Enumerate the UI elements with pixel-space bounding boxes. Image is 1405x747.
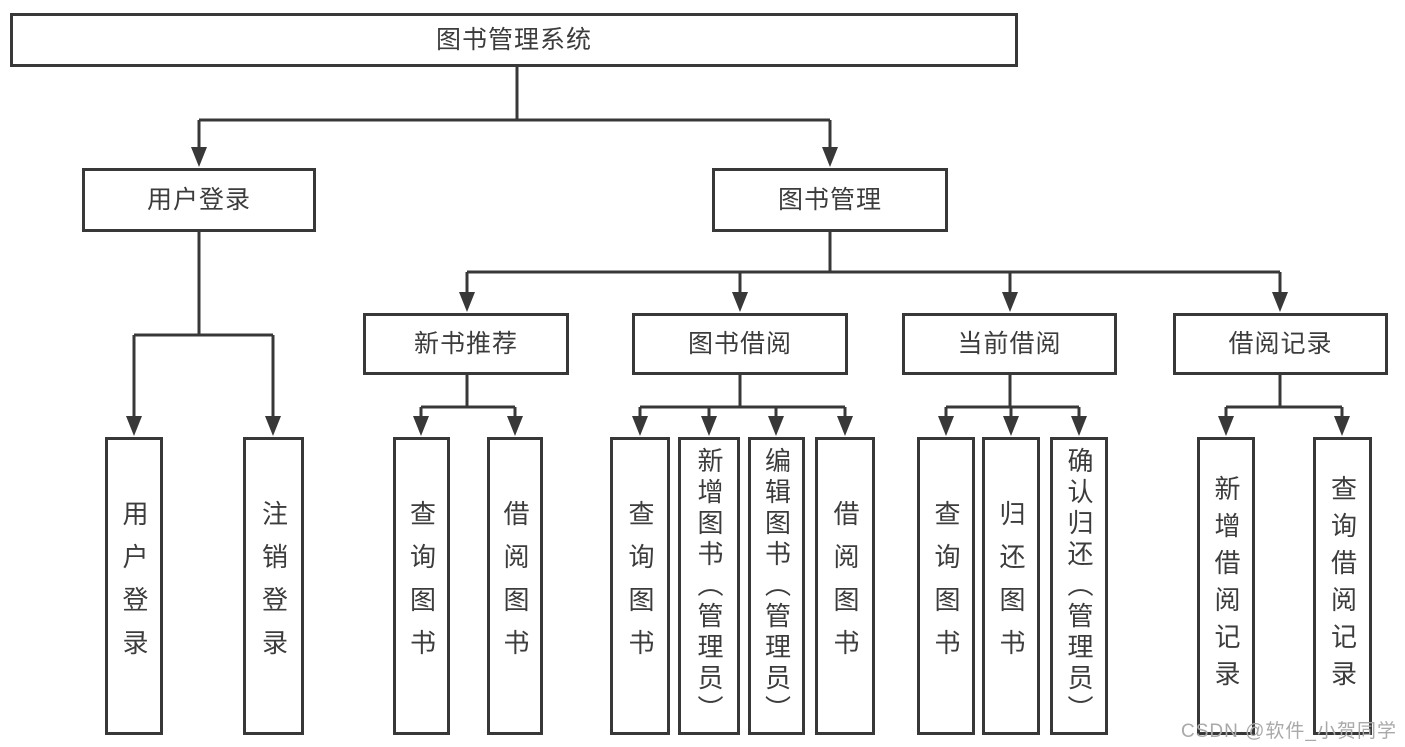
- node-book-management: 图书管理: [712, 168, 948, 232]
- node-label: 借阅记录: [1228, 329, 1333, 358]
- leaf-borrow-books-borrowing: 借阅图书: [815, 437, 875, 735]
- node-book-borrowing: 图书借阅: [632, 313, 848, 375]
- leaf-confirm-return-admin: 确认归还（管理员）: [1050, 437, 1108, 735]
- node-label: 新书推荐: [413, 329, 518, 358]
- leaf-query-books-borrowing: 查询图书: [610, 437, 670, 735]
- node-label: 借阅图书: [500, 500, 530, 672]
- node-label: 新增图书（管理员）: [694, 446, 724, 726]
- node-new-book-recommend: 新书推荐: [363, 313, 569, 375]
- arrowhead: [413, 416, 429, 436]
- node-label: 确认归还（管理员）: [1064, 446, 1094, 726]
- leaf-logout-login: 注销登录: [243, 437, 304, 735]
- leaf-borrow-books-recommend: 借阅图书: [487, 437, 543, 735]
- node-label: 查询图书: [406, 500, 437, 672]
- arrowhead: [507, 416, 523, 436]
- leaf-add-borrow-record: 新增借阅记录: [1197, 437, 1255, 735]
- connector-root-to-level2: [191, 67, 838, 167]
- leaf-query-books-current: 查询图书: [917, 437, 975, 735]
- node-user-login: 用户登录: [82, 168, 316, 232]
- arrowhead: [632, 416, 648, 436]
- connector-new-book-recommend-to-leaves: [413, 374, 523, 436]
- node-label: 注销登录: [258, 500, 289, 672]
- arrowhead: [459, 292, 475, 312]
- leaf-add-books-admin: 新增图书（管理员）: [678, 437, 740, 735]
- arrowhead: [126, 416, 142, 436]
- node-label: 借阅图书: [830, 500, 860, 672]
- node-label: 图书管理系统: [435, 25, 592, 54]
- node-label: 查询图书: [625, 500, 655, 672]
- leaf-query-borrow-record: 查询借阅记录: [1313, 437, 1372, 735]
- arrowhead: [1218, 416, 1234, 436]
- connector-user-login-to-leaves: [126, 231, 281, 436]
- node-label: 图书借阅: [687, 329, 792, 358]
- arrowhead: [265, 416, 281, 436]
- watermark: CSDN @软件_小贺同学: [1181, 721, 1397, 742]
- arrowhead: [1003, 416, 1019, 436]
- leaf-user-login: 用户登录: [105, 437, 163, 735]
- arrowhead: [938, 416, 954, 436]
- node-label: 查询借阅记录: [1327, 475, 1358, 697]
- node-root-library-system: 图书管理系统: [10, 13, 1018, 67]
- arrowhead: [822, 147, 838, 167]
- node-current-borrowing: 当前借阅: [902, 313, 1117, 375]
- node-label: 编辑图书（管理员）: [761, 446, 792, 726]
- node-label: 图书管理: [777, 185, 882, 214]
- arrowhead: [1272, 292, 1288, 312]
- node-borrowing-records: 借阅记录: [1173, 313, 1388, 375]
- leaf-return-books: 归还图书: [982, 437, 1040, 735]
- node-label: 当前借阅: [957, 329, 1062, 358]
- node-label: 查询图书: [931, 500, 961, 672]
- leaf-edit-books-admin: 编辑图书（管理员）: [748, 437, 805, 735]
- node-label: 用户登录: [146, 185, 251, 214]
- arrowhead: [1002, 292, 1018, 312]
- arrowhead: [191, 147, 207, 167]
- connector-borrowing-records-to-leaves: [1218, 374, 1350, 436]
- connector-book-management-to-level3: [459, 231, 1288, 312]
- leaf-query-books-recommend: 查询图书: [393, 437, 450, 735]
- arrowhead: [701, 416, 717, 436]
- node-label: 归还图书: [996, 500, 1026, 672]
- arrowhead: [1071, 416, 1087, 436]
- arrowhead: [768, 416, 784, 436]
- node-label: 新增借阅记录: [1211, 475, 1241, 697]
- arrowhead: [1334, 416, 1350, 436]
- arrowhead: [732, 292, 748, 312]
- arrowhead: [837, 416, 853, 436]
- connector-book-borrowing-to-leaves: [632, 374, 853, 436]
- connector-current-borrowing-to-leaves: [938, 374, 1087, 436]
- node-label: 用户登录: [119, 500, 149, 672]
